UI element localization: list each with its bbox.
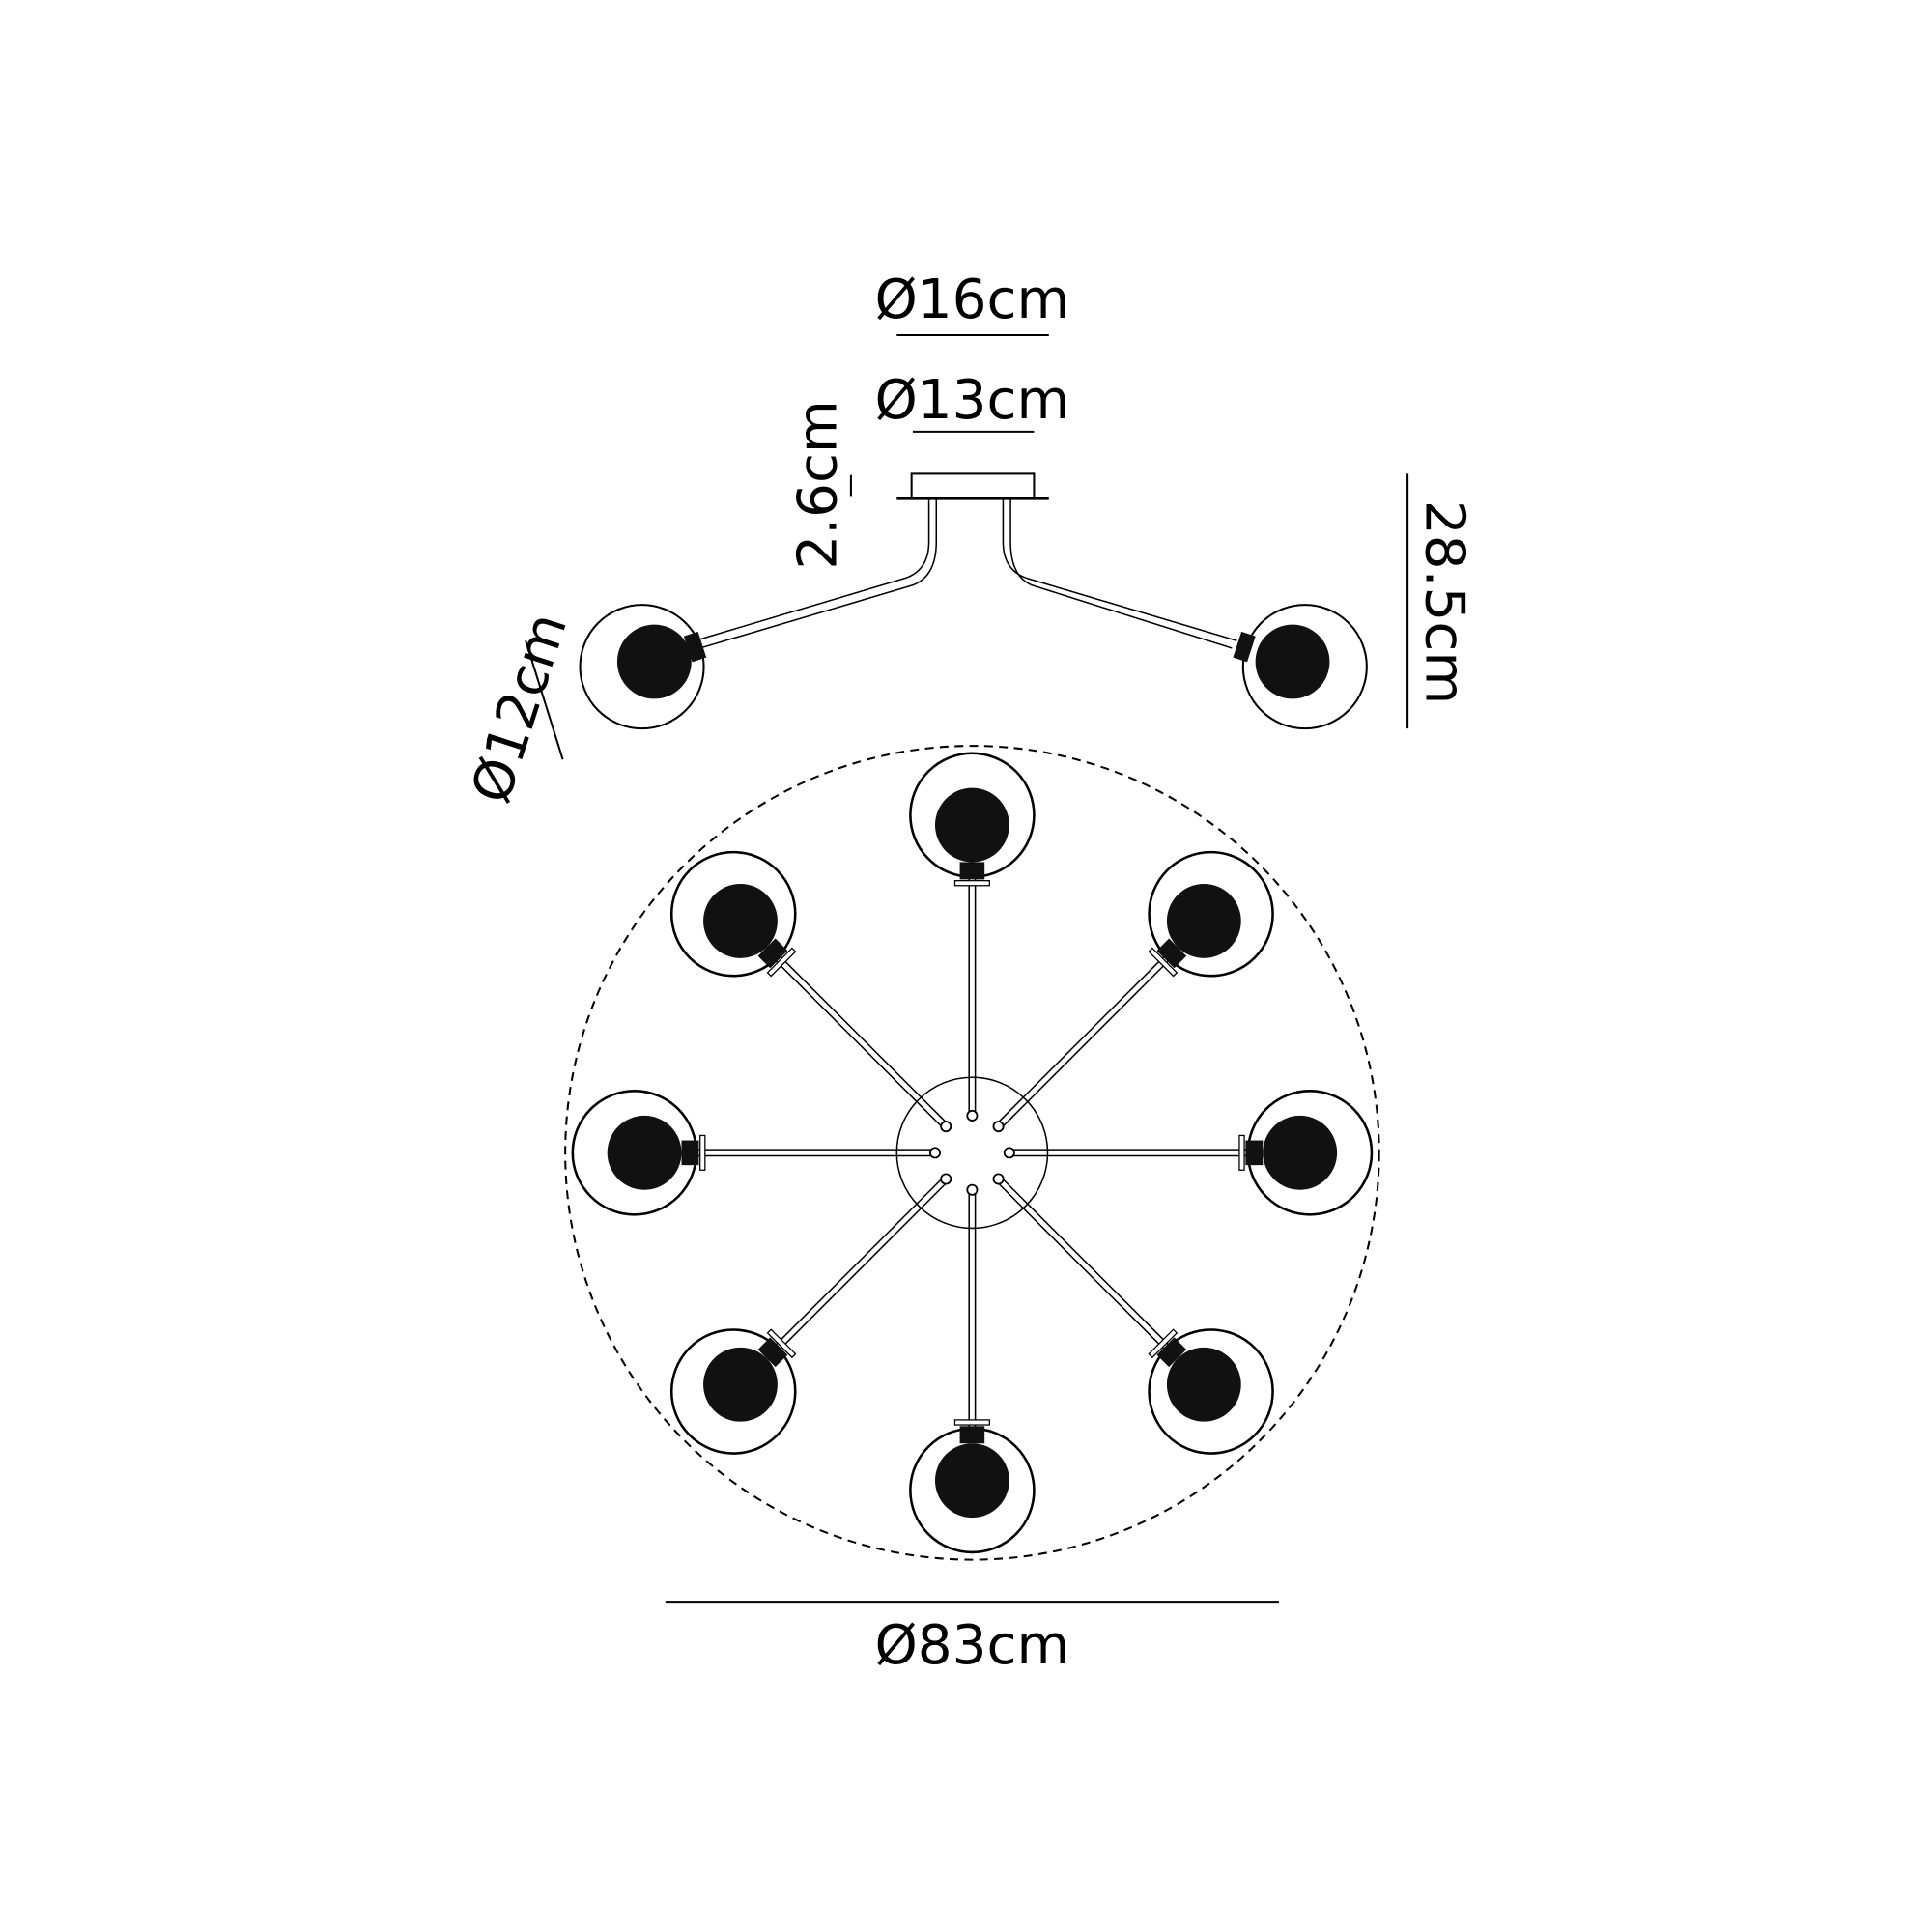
side-bulb-right bbox=[1255, 624, 1330, 699]
arm-8 bbox=[775, 960, 945, 1129]
side-holder-right bbox=[1233, 631, 1256, 663]
bulb-4 bbox=[1166, 1347, 1241, 1422]
holder-1 bbox=[959, 862, 985, 880]
arm-4 bbox=[995, 1180, 1165, 1350]
canopy bbox=[910, 472, 1036, 500]
canopy-outer-label: Ø16cm bbox=[874, 269, 1069, 331]
holder-collar-3 bbox=[1238, 1134, 1245, 1171]
arm-mount-5 bbox=[966, 1183, 979, 1196]
arm-4 bbox=[1000, 1176, 1170, 1346]
bulb-2 bbox=[1166, 884, 1241, 958]
shade-8 bbox=[669, 850, 797, 978]
overall-diameter-circle bbox=[564, 745, 1380, 1561]
arm-mount-4 bbox=[992, 1173, 1005, 1185]
holder-6 bbox=[757, 1337, 788, 1368]
arm-2 bbox=[1000, 960, 1170, 1129]
side-shade-left bbox=[579, 604, 705, 730]
holder-8 bbox=[757, 938, 788, 969]
arm-6 bbox=[780, 1180, 950, 1350]
arm-mount-6 bbox=[940, 1173, 952, 1185]
canopy-height-label: 2.6cm bbox=[787, 400, 850, 569]
shade-2 bbox=[1148, 850, 1274, 978]
shade-6 bbox=[669, 1328, 797, 1455]
central-hub bbox=[895, 1076, 1049, 1230]
arm-mount-2 bbox=[992, 1121, 1005, 1133]
holder-collar-5 bbox=[953, 1419, 990, 1426]
arm-mount-8 bbox=[940, 1121, 952, 1133]
side-arm-left bbox=[695, 499, 930, 641]
holder-collar-4 bbox=[1148, 1328, 1179, 1359]
holder-collar-8 bbox=[766, 947, 797, 978]
side-shade-right bbox=[1241, 604, 1368, 730]
bulb-7 bbox=[607, 1115, 682, 1190]
side-arm-left-inner bbox=[699, 499, 938, 649]
arm-mount-7 bbox=[928, 1147, 942, 1159]
holder-2 bbox=[1156, 938, 1187, 969]
side-arm-right bbox=[1002, 499, 1237, 641]
holder-collar-6 bbox=[766, 1328, 797, 1359]
holder-7 bbox=[681, 1140, 699, 1166]
arm-8 bbox=[780, 955, 950, 1125]
shade-dimension-line bbox=[525, 639, 564, 760]
bulb-3 bbox=[1263, 1115, 1338, 1190]
shade-diameter-label: Ø12cm bbox=[460, 606, 580, 810]
holder-collar-1 bbox=[953, 880, 990, 887]
plan-view bbox=[564, 745, 1380, 1561]
bulb-5 bbox=[934, 1443, 1009, 1519]
side-view: Ø16cm Ø13cm 2.6cm 28.5cm Ø12cm bbox=[460, 269, 1475, 810]
holder-3 bbox=[1245, 1140, 1264, 1166]
arm-6 bbox=[775, 1176, 945, 1346]
holder-collar-7 bbox=[699, 1134, 706, 1171]
bulb-6 bbox=[703, 1347, 778, 1422]
side-holder-left bbox=[683, 631, 707, 663]
holder-5 bbox=[959, 1426, 985, 1444]
overall-diameter-label: Ø83cm bbox=[874, 1614, 1069, 1677]
arm-mount-3 bbox=[1003, 1147, 1015, 1159]
side-arm-right-inner bbox=[1009, 499, 1233, 649]
bulb-8 bbox=[703, 884, 778, 958]
side-bulb-left bbox=[616, 624, 692, 699]
canopy-inner-label: Ø13cm bbox=[874, 369, 1069, 432]
bulb-1 bbox=[934, 787, 1009, 863]
holder-4 bbox=[1156, 1337, 1187, 1368]
arm-mount-1 bbox=[966, 1109, 979, 1122]
holder-collar-2 bbox=[1148, 947, 1179, 978]
total-height-label: 28.5cm bbox=[1412, 500, 1475, 704]
arm-2 bbox=[995, 955, 1165, 1125]
shade-4 bbox=[1148, 1328, 1274, 1455]
